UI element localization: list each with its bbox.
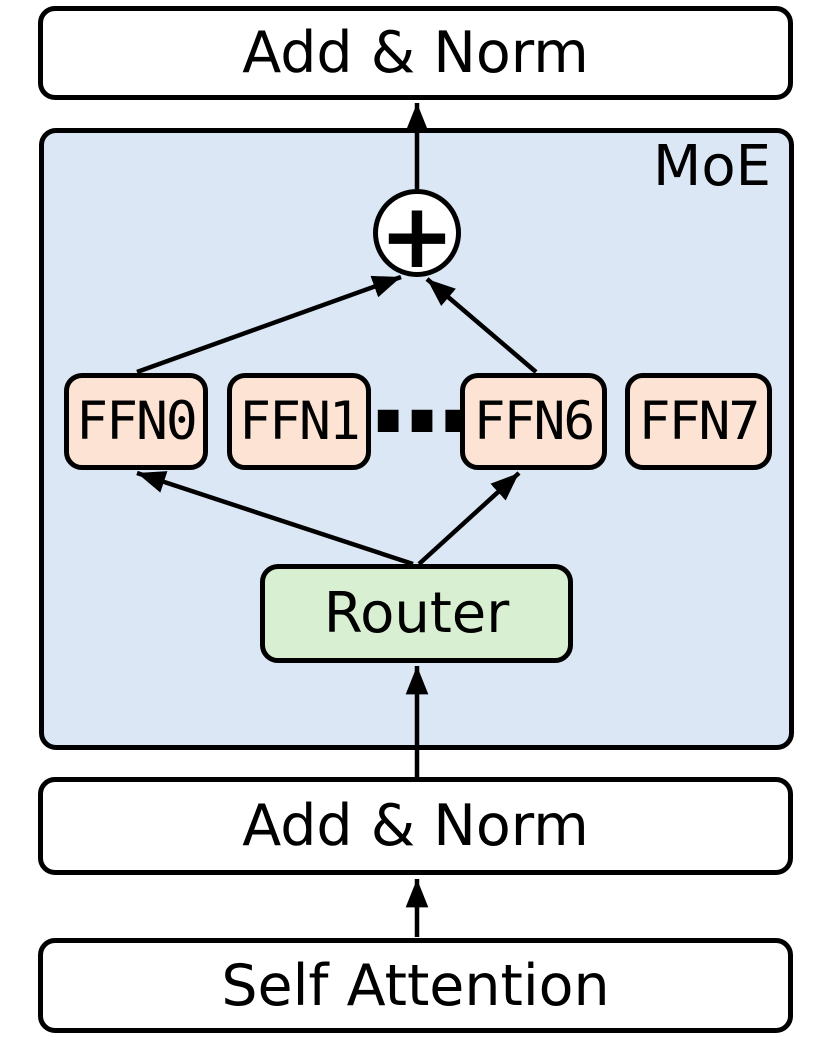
- moe-container-label: MoE: [653, 134, 771, 199]
- self-attention-block: Self Attention: [38, 938, 793, 1033]
- ffn6-expert-block: FFN6: [460, 373, 607, 470]
- add-norm-bottom-label: Add & Norm: [242, 793, 589, 859]
- ffn1-label: FFN1: [239, 391, 361, 452]
- ellipsis-dots: ···: [365, 352, 478, 490]
- ffn7-expert-block: FFN7: [625, 373, 772, 470]
- router-block: Router: [260, 564, 573, 663]
- ffn7-label: FFN7: [638, 391, 761, 452]
- sum-node: +: [373, 189, 461, 282]
- add-norm-top-block: Add & Norm: [38, 6, 793, 100]
- ffn0-expert-block: FFN0: [64, 373, 208, 470]
- ffn0-label: FFN0: [76, 391, 198, 452]
- add-norm-top-label: Add & Norm: [242, 20, 589, 86]
- add-norm-bottom-block: Add & Norm: [38, 777, 793, 875]
- ffn6-label: FFN6: [473, 391, 596, 452]
- ffn1-expert-block: FFN1: [227, 373, 371, 470]
- router-label: Router: [323, 581, 510, 646]
- self-attention-label: Self Attention: [221, 952, 610, 1019]
